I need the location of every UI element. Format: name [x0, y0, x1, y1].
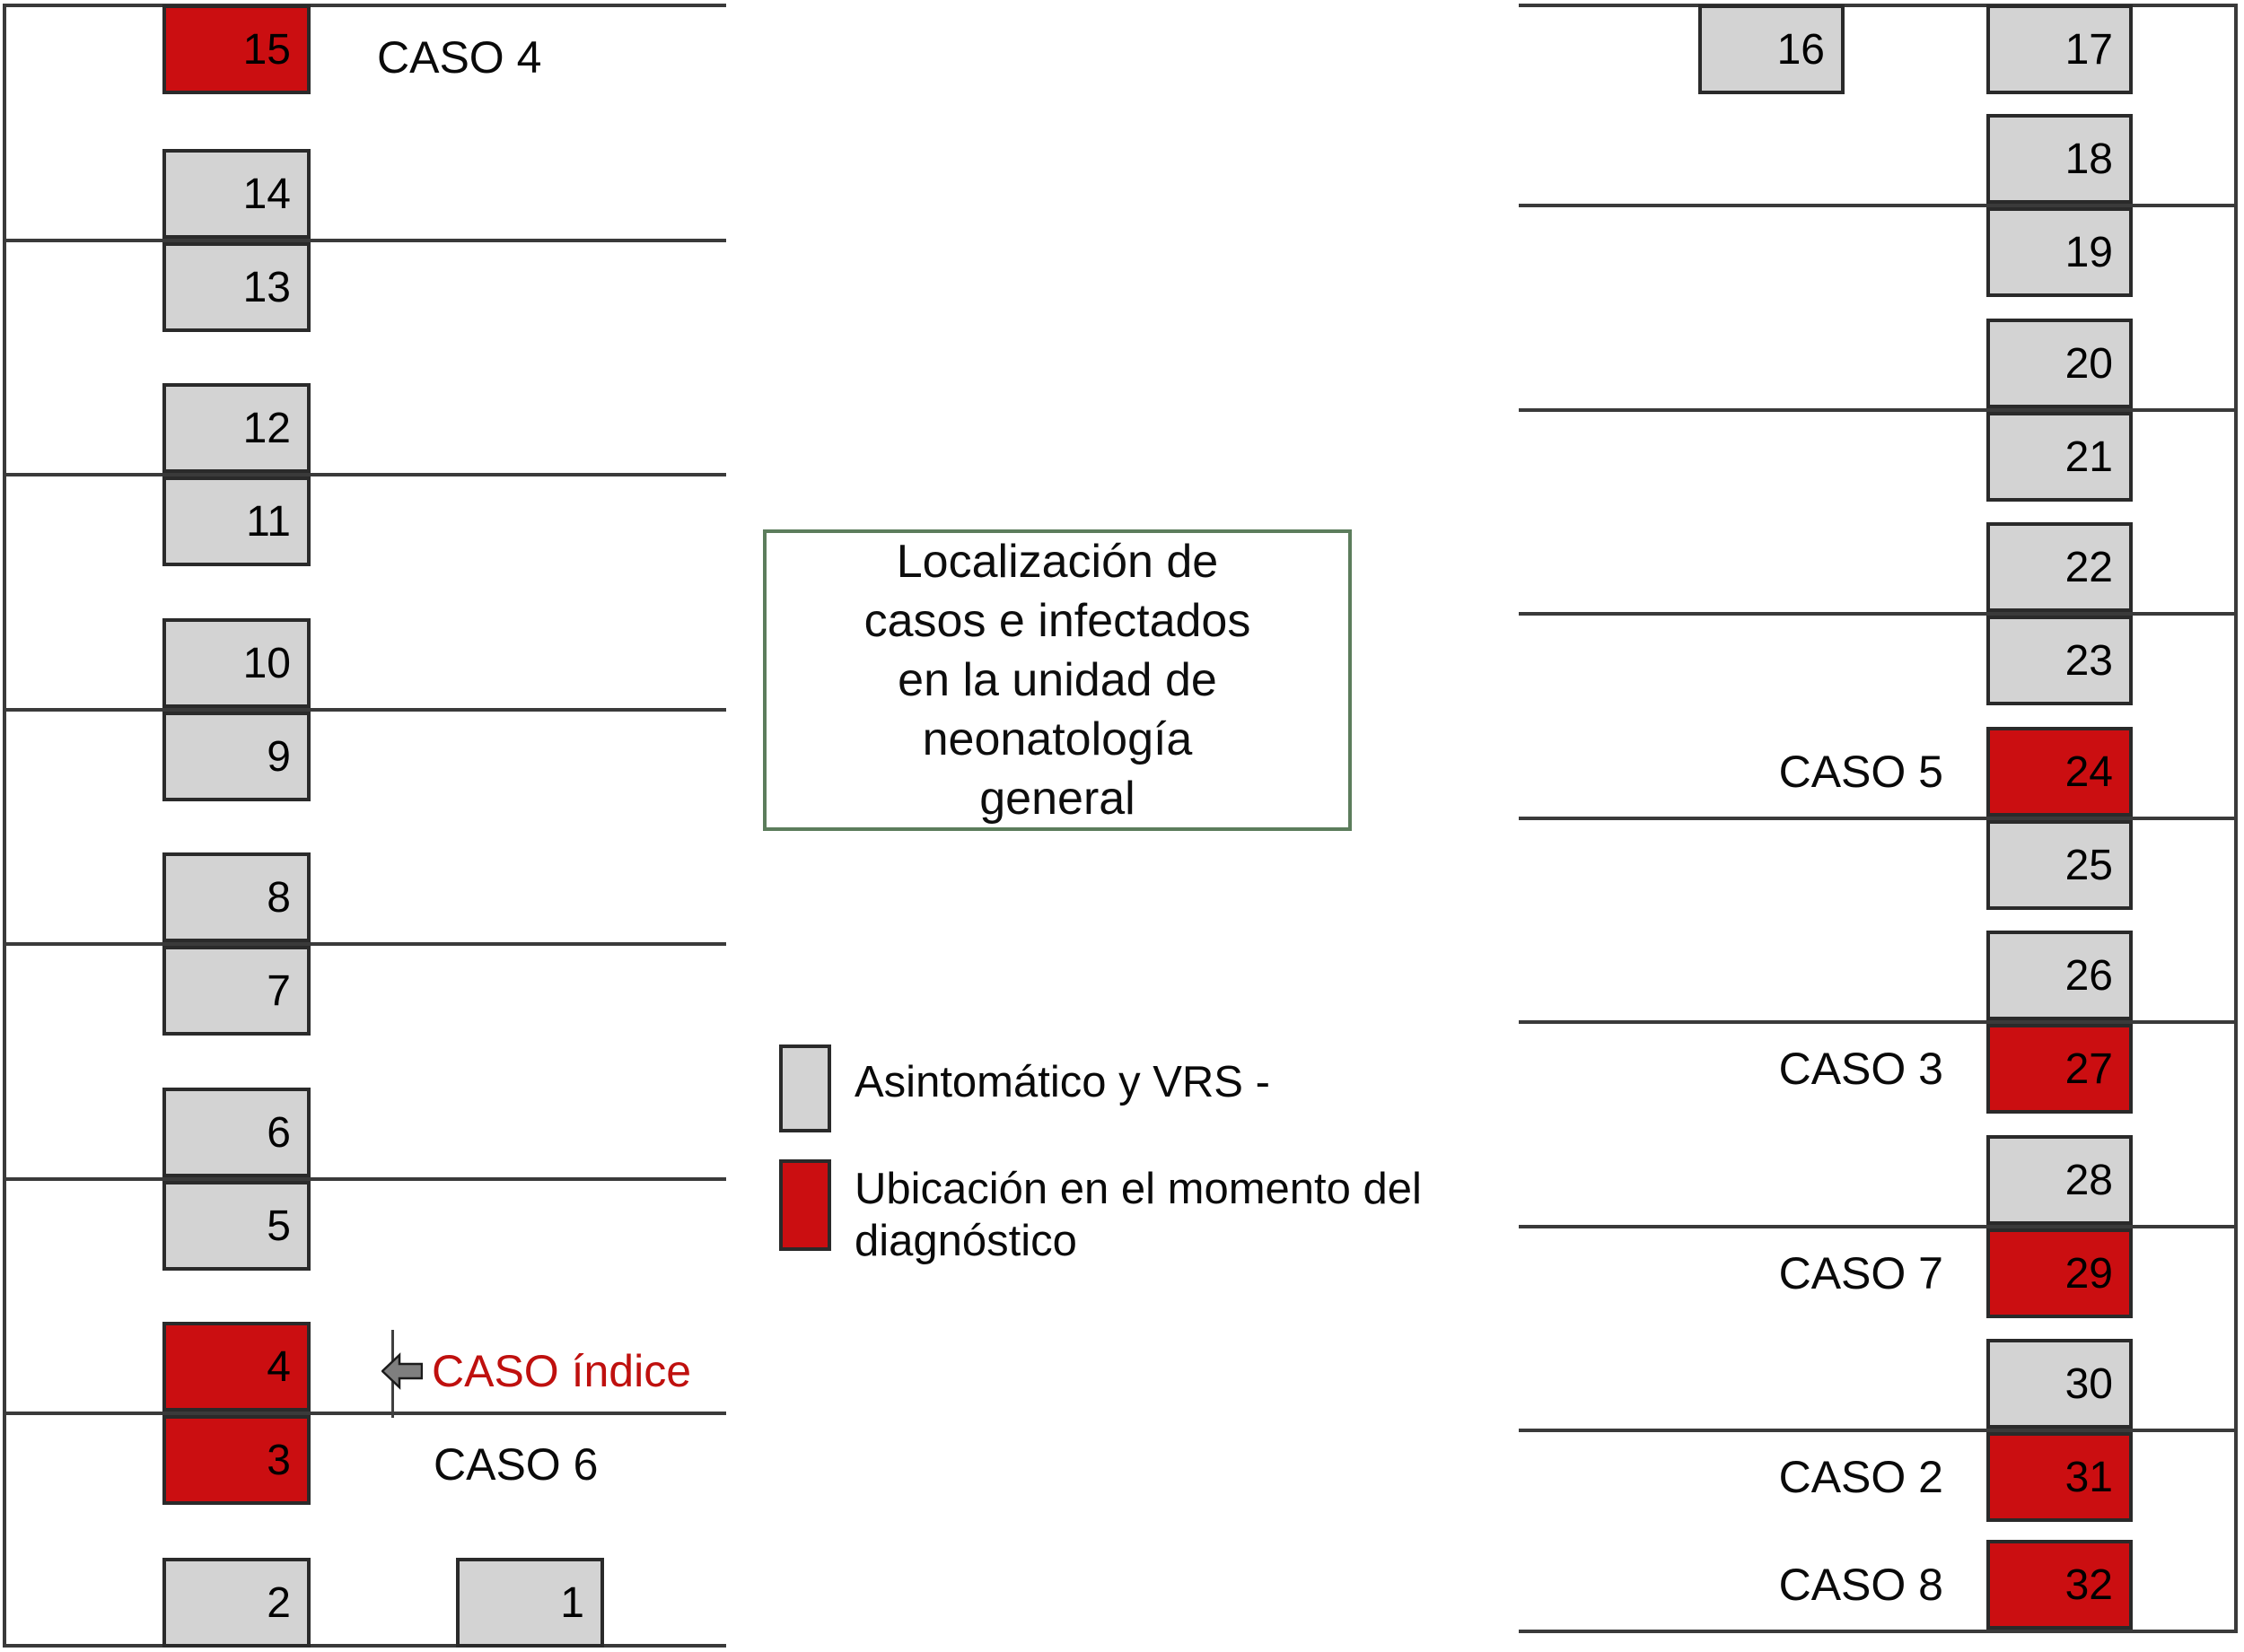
label-caso-indice-text: CASO índice — [432, 1346, 692, 1396]
left-room-top-line — [3, 4, 726, 7]
label-caso-7: CASO 7 — [1778, 1248, 1943, 1298]
bed-8: 8 — [162, 852, 311, 942]
legend-label-diagnosis-line2: diagnóstico — [855, 1217, 1077, 1265]
bed-31: 31 — [1986, 1432, 2133, 1522]
figure-title-box: Localización de casos e infectados en la… — [763, 529, 1352, 831]
left-room-divider-line — [3, 473, 726, 476]
bed-18: 18 — [1986, 114, 2133, 204]
bed-11: 11 — [162, 476, 311, 566]
legend-label-diagnosis: Ubicación en el momento del diagnóstico — [855, 1163, 1422, 1267]
right-room-divider-line — [1519, 408, 2238, 412]
left-room-divider-line — [3, 1177, 726, 1181]
bed-16: 16 — [1698, 4, 1845, 94]
label-caso-indice: CASO índice — [381, 1346, 691, 1396]
left-room-divider-line — [3, 239, 726, 242]
right-room-divider-line — [1519, 612, 2238, 616]
legend-label-asymptomatic: Asintomático y VRS - — [855, 1058, 1270, 1106]
bed-28: 28 — [1986, 1135, 2133, 1225]
label-caso-2: CASO 2 — [1778, 1452, 1943, 1502]
right-room-divider-line — [1519, 1429, 2238, 1432]
bed-10: 10 — [162, 618, 311, 708]
legend-swatch-asymptomatic — [779, 1045, 831, 1132]
bed-5: 5 — [162, 1181, 311, 1271]
left-room-divider-line — [3, 1412, 726, 1415]
bed-29: 29 — [1986, 1228, 2133, 1318]
bed-6: 6 — [162, 1088, 311, 1177]
label-caso-6: CASO 6 — [434, 1439, 599, 1490]
left-room-wall — [3, 4, 6, 1648]
figure-title-line: casos e infectados — [863, 595, 1251, 647]
label-caso-4: CASO 4 — [377, 32, 542, 83]
right-room-divider-line — [1519, 204, 2238, 207]
bed-3: 3 — [162, 1415, 311, 1505]
bed-4: 4 — [162, 1322, 311, 1412]
right-room-top-line — [1519, 4, 2238, 7]
right-room-divider-line — [1519, 817, 2238, 820]
bed-15: 15 — [162, 4, 311, 94]
bed-25: 25 — [1986, 820, 2133, 910]
bed-17: 17 — [1986, 4, 2133, 94]
figure-title-line: en la unidad de — [898, 654, 1217, 706]
bed-26: 26 — [1986, 931, 2133, 1020]
bed-19: 19 — [1986, 207, 2133, 297]
figure-title-line: general — [979, 773, 1135, 825]
bed-27: 27 — [1986, 1024, 2133, 1114]
label-caso-5: CASO 5 — [1778, 747, 1943, 797]
bed-12: 12 — [162, 383, 311, 473]
label-caso-8: CASO 8 — [1778, 1560, 1943, 1610]
figure-title-line: neonatología — [922, 713, 1193, 765]
label-caso-3: CASO 3 — [1778, 1044, 1943, 1094]
bed-13: 13 — [162, 242, 311, 332]
bed-2: 2 — [162, 1558, 311, 1648]
bed-22: 22 — [1986, 522, 2133, 612]
bed-21: 21 — [1986, 412, 2133, 502]
bed-1: 1 — [456, 1558, 604, 1648]
bed-32: 32 — [1986, 1540, 2133, 1630]
bed-7: 7 — [162, 946, 311, 1036]
right-room-divider-line — [1519, 1020, 2238, 1024]
right-room-divider-line — [1519, 1225, 2238, 1228]
left-room-divider-line — [3, 942, 726, 946]
bed-30: 30 — [1986, 1339, 2133, 1429]
bed-9: 9 — [162, 712, 311, 801]
legend-label-diagnosis-line1: Ubicación en el momento del — [855, 1165, 1422, 1213]
right-room-bottom-line — [1519, 1630, 2238, 1633]
left-room-divider-line — [3, 708, 726, 712]
legend-swatch-diagnosis — [779, 1159, 831, 1251]
bed-23: 23 — [1986, 616, 2133, 705]
bed-14: 14 — [162, 149, 311, 239]
left-room-bottom-line — [3, 1644, 726, 1648]
bed-24: 24 — [1986, 727, 2133, 817]
figure-title-line: Localización de — [896, 536, 1219, 588]
bed-20: 20 — [1986, 319, 2133, 408]
left-arrow-icon — [381, 1352, 423, 1390]
